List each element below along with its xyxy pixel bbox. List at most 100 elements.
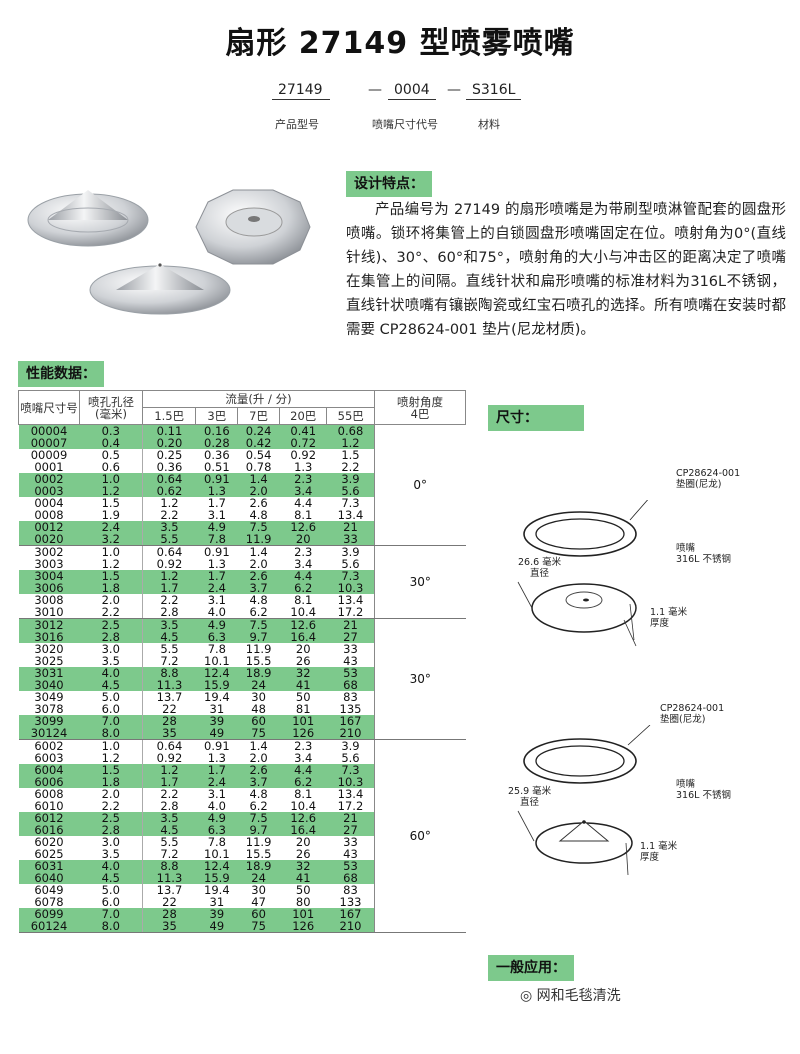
flow-cell: 7.5 [237,812,280,824]
size-cell: 0020 [18,533,80,546]
size-cell: 3040 [18,679,80,691]
flow-cell: 1.7 [195,764,238,776]
orifice-cell: 1.0 [101,739,120,753]
flow-cell: 31 [209,895,225,909]
diagram2-nozzle-material: 316L 不锈钢 [676,790,731,801]
size-cell: 6099 [18,908,80,920]
orifice-cell: 1.0 [79,473,143,485]
size-cell: 3049 [34,690,64,704]
flow-cell: 7.8 [195,533,238,546]
flow-cell: 13.4 [337,593,364,607]
diagram1-diameter-caption: 直径 [530,568,550,579]
flow-cell: 1.5 [341,448,360,462]
flow-cell: 4.8 [249,508,268,522]
size-cell: 6020 [34,835,64,849]
flow-cell: 210 [326,727,375,740]
orifice-cell: 1.8 [79,776,143,788]
dimension-diagram-1 [517,500,649,647]
flow-cell: 126 [279,920,327,933]
flow-cell: 6.2 [279,776,327,788]
flow-cell: 0.28 [195,437,238,449]
size-cell: 0008 [34,508,64,522]
flow-cell: 4.9 [195,521,238,533]
orifice-cell: 3.5 [101,847,120,861]
header-orifice: 喷孔孔径(毫米) [79,390,143,425]
size-cell: 6016 [18,824,80,836]
flow-cell: 7.8 [207,642,226,656]
flow-cell: 2.6 [249,496,268,510]
flow-cell: 47 [251,895,266,909]
orifice-cell: 8.0 [79,920,143,933]
flow-cell: 30 [251,883,266,897]
size-cell: 0004 [34,496,64,510]
code-separator-2: — [447,82,461,98]
flow-cell: 0.91 [195,473,238,485]
flow-cell: 33 [326,533,375,546]
orifice-cell: 2.5 [79,618,143,631]
flow-cell: 1.4 [237,473,280,485]
flow-cell: 11.3 [141,679,196,691]
flow-cell: 4.9 [195,618,238,631]
flow-cell: 28 [141,908,196,920]
flow-cell: 0.72 [279,437,327,449]
header-pressure-3: 7巴 [237,407,280,425]
size-cell: 3003 [34,557,64,571]
flow-cell: 19.4 [204,690,230,704]
size-cell: 3012 [18,618,80,631]
flow-cell: 0.36 [204,448,230,462]
flow-cell: 75 [237,920,280,933]
size-cell: 00007 [18,437,80,449]
flow-cell: 81 [295,702,311,716]
size-cell: 30124 [18,727,80,740]
flow-cell: 21 [326,812,375,824]
flow-cell: 210 [326,920,375,933]
flow-cell: 2.4 [195,776,238,788]
orifice-cell: 4.5 [79,679,143,691]
application-heading: 一般应用： [488,955,574,981]
diagram2-nozzle-name: 喷嘴 [676,779,696,790]
size-cell: 3016 [18,631,80,643]
flow-cell: 4.4 [279,570,327,582]
size-cell: 3010 [18,606,80,619]
flow-cell: 11.9 [245,642,272,656]
flow-cell: 35 [141,727,196,740]
flow-cell: 8.8 [141,860,196,872]
size-cell: 00004 [18,424,80,437]
flow-cell: 68 [326,872,375,884]
flow-cell: 50 [295,883,311,897]
orifice-cell: 3.0 [101,835,120,849]
flow-cell: 53 [326,667,375,679]
orifice-cell: 7.0 [79,908,143,920]
orifice-cell: 2.5 [79,812,143,824]
flow-cell: 2.2 [141,594,196,606]
flow-cell: 10.3 [326,582,375,594]
flow-cell: 68 [326,679,375,691]
flow-cell: 21 [326,521,375,533]
orifice-cell: 2.4 [79,521,143,533]
flow-cell: 0.64 [141,545,196,558]
flow-cell: 15.9 [195,679,238,691]
flow-cell: 2.0 [237,485,280,497]
flow-cell: 3.7 [237,582,280,594]
flow-cell: 0.25 [141,449,196,461]
flow-cell: 15.5 [245,847,272,861]
diagram1-thickness-caption: 厚度 [650,618,670,629]
flow-cell: 3.4 [294,751,313,765]
code-separator-1: — [368,82,382,98]
size-cell: 6006 [18,776,80,788]
diagram1-nozzle-name: 喷嘴 [676,543,696,554]
orifice-cell: 7.0 [79,715,143,727]
flow-cell: 83 [343,883,358,897]
flow-cell: 1.3 [207,751,226,765]
